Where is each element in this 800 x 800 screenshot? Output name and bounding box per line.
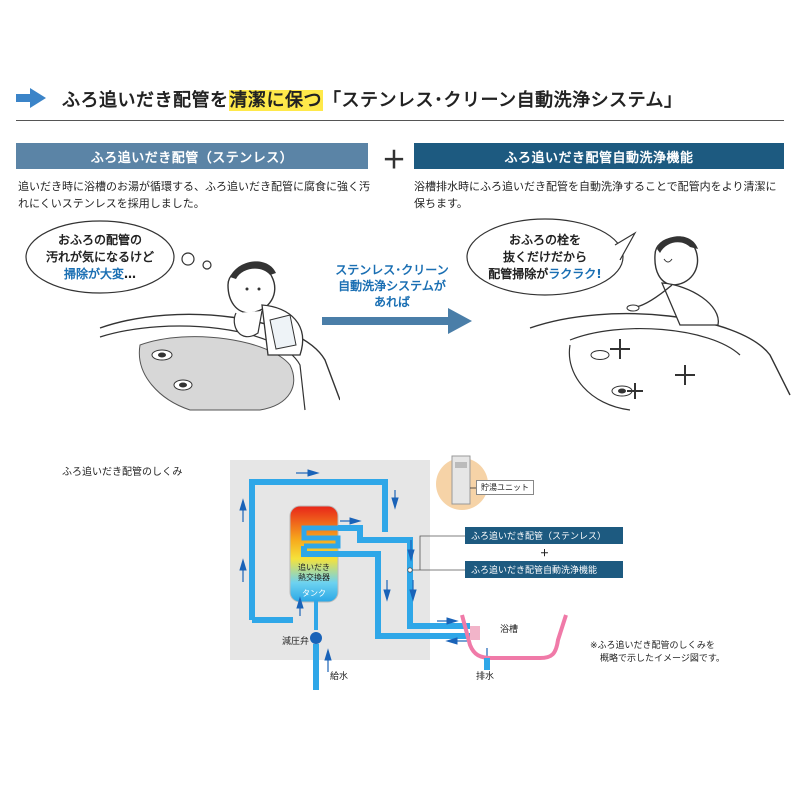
page-title: ふろ追いだき配管を清潔に保つ「ステンレス･クリーン自動洗浄システム」 bbox=[62, 86, 683, 112]
bathtub-diagram bbox=[460, 614, 568, 660]
title-suffix: 「ステンレス･クリーン自動洗浄システム」 bbox=[323, 90, 683, 111]
right-bubble-text: おふろの栓を 抜くだけだから 配管掃除がラクラク! bbox=[470, 232, 620, 283]
diagram-section-label: ふろ追いだき配管のしくみ bbox=[62, 467, 183, 478]
water-supply-label: 給水 bbox=[330, 672, 349, 682]
callout-stainless-pipe: ふろ追いだき配管（ステンレス） bbox=[465, 527, 623, 544]
note-line1: ※ふろ追いだき配管のしくみを bbox=[590, 641, 715, 651]
heat-exchanger-line1: 追いだき bbox=[298, 563, 330, 572]
diagram-note: ※ふろ追いだき配管のしくみを 概略で示したイメージ図です。 bbox=[590, 640, 725, 666]
right-bubble-line3: 配管掃除が bbox=[488, 267, 549, 281]
transition-line3: あれば bbox=[373, 295, 410, 309]
left-bubble-tail: … bbox=[124, 267, 136, 281]
right-thought-bubble bbox=[466, 218, 624, 296]
right-description: 浴槽排水時にふろ追いだき配管を自動洗浄することで配管内をより清潔に保ちます。 bbox=[414, 180, 777, 210]
transition-line1: ステンレス･クリーン bbox=[335, 263, 449, 277]
right-bubble-emphasis: ラクラク bbox=[548, 267, 597, 281]
right-illustration bbox=[466, 218, 791, 411]
left-illustration bbox=[25, 220, 340, 411]
pressure-valve-label: 減圧弁 bbox=[282, 637, 310, 647]
callout-plus: ＋ bbox=[540, 549, 550, 559]
title-prefix: ふろ追いだき配管を bbox=[62, 90, 229, 111]
tank-label: タンク bbox=[302, 589, 326, 598]
right-bubble-line1: おふろの栓を bbox=[508, 233, 581, 247]
transition-text: ステンレス･クリーン 自動洗浄システムが あれば bbox=[312, 262, 472, 310]
heat-exchanger-line2: 熱交換器 bbox=[298, 573, 330, 582]
left-thought-bubble bbox=[25, 220, 175, 294]
header-divider bbox=[16, 120, 784, 121]
left-bubble-line2: 汚れが気になるけど bbox=[45, 250, 154, 264]
right-bubble-tail: ! bbox=[596, 267, 602, 281]
pressure-valve-icon bbox=[310, 632, 322, 644]
banner-stainless-pipe: ふろ追いだき配管（ステンレス） bbox=[16, 143, 368, 169]
left-bubble-emphasis: 掃除が大変 bbox=[63, 267, 124, 281]
left-bubble-text: おふろの配管の 汚れが気になるけど 掃除が大変… bbox=[30, 232, 170, 283]
callout-auto-cleaning: ふろ追いだき配管自動洗浄機能 bbox=[465, 561, 623, 578]
heat-exchanger-label: 追いだき 熱交換器 bbox=[290, 563, 338, 583]
plus-sign: ＋ bbox=[382, 146, 406, 174]
transition-line2: 自動洗浄システムが bbox=[338, 279, 446, 293]
storage-unit-label: 貯湯ユニット bbox=[476, 480, 534, 495]
bathtub-label: 浴槽 bbox=[500, 625, 519, 635]
pipe-diagram bbox=[230, 455, 568, 690]
note-line2: 概略で示したイメージ図です。 bbox=[600, 654, 725, 664]
transition-arrow-icon bbox=[322, 308, 472, 334]
left-bubble-line1: おふろの配管の bbox=[57, 233, 142, 247]
drain-label: 排水 bbox=[476, 672, 495, 682]
title-highlight: 清潔に保つ bbox=[228, 90, 323, 111]
header-arrow-icon bbox=[16, 88, 46, 108]
left-description: 追いだき時に浴槽のお湯が循環する、ふろ追いだき配管に腐食に強く汚れにくいステンレ… bbox=[18, 180, 370, 210]
right-bubble-line2: 抜くだけだから bbox=[502, 250, 587, 264]
banner-auto-cleaning: ふろ追いだき配管自動洗浄機能 bbox=[414, 143, 784, 169]
